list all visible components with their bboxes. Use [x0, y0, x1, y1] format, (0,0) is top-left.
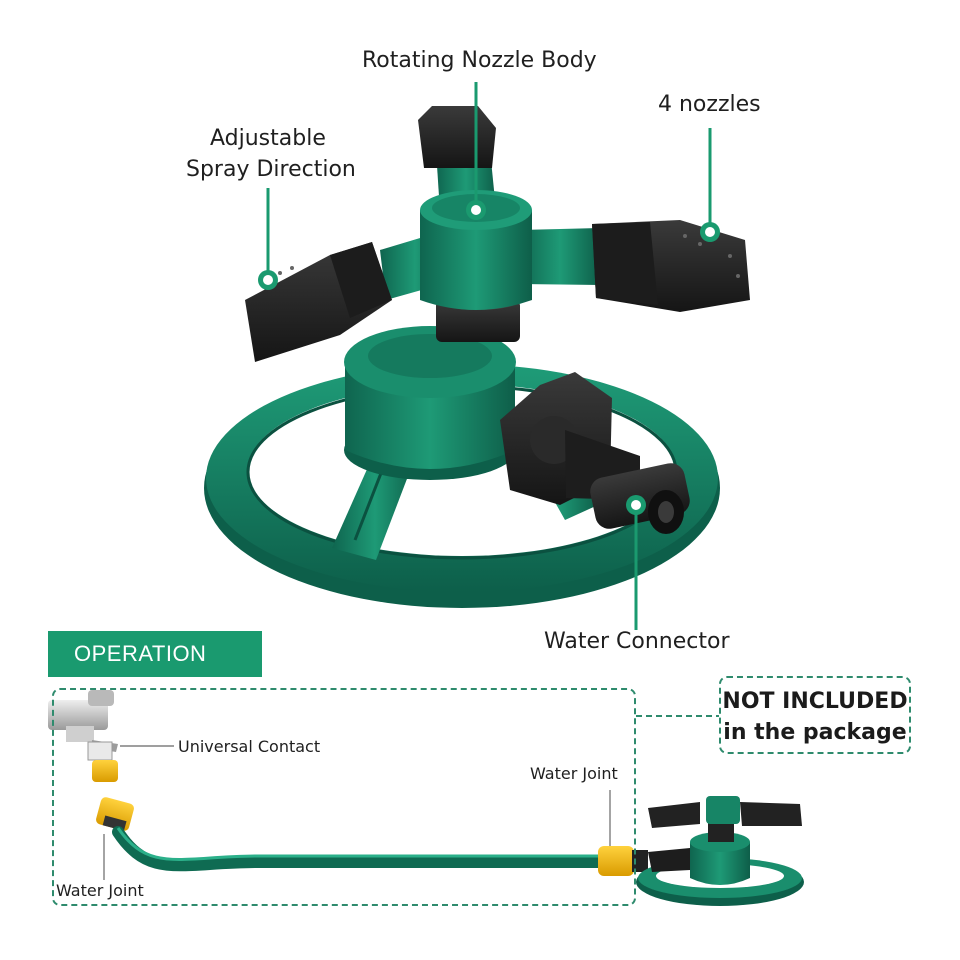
- callout-dots: [258, 200, 720, 515]
- rotating-head: [245, 106, 750, 362]
- operation-box: [52, 688, 636, 906]
- not-included-box: NOT INCLUDED in the package: [719, 676, 911, 754]
- water-joint-right-label: Water Joint: [530, 764, 618, 783]
- not-included-line1: NOT INCLUDED: [722, 689, 908, 714]
- universal-contact-label: Universal Contact: [178, 737, 321, 756]
- rotating-nozzle-body-label: Rotating Nozzle Body: [362, 48, 597, 73]
- operation-diagram: [48, 690, 804, 906]
- universal-contact-part: [87, 741, 118, 782]
- adjustable-label-line2: Spray Direction: [186, 157, 356, 182]
- callout-lines: [266, 82, 712, 630]
- adjustable-label-line1: Adjustable: [210, 126, 326, 151]
- operation-banner: OPERATION: [48, 631, 262, 677]
- sprinkler-hub: [344, 290, 520, 480]
- small-sprinkler-icon: [636, 796, 804, 906]
- right-water-joint: [598, 846, 648, 876]
- four-nozzles-label: 4 nozzles: [658, 92, 761, 117]
- water-connector-label: Water Connector: [544, 629, 730, 654]
- not-included-line2: in the package: [723, 720, 907, 745]
- water-joint-left-label: Water Joint: [56, 881, 144, 900]
